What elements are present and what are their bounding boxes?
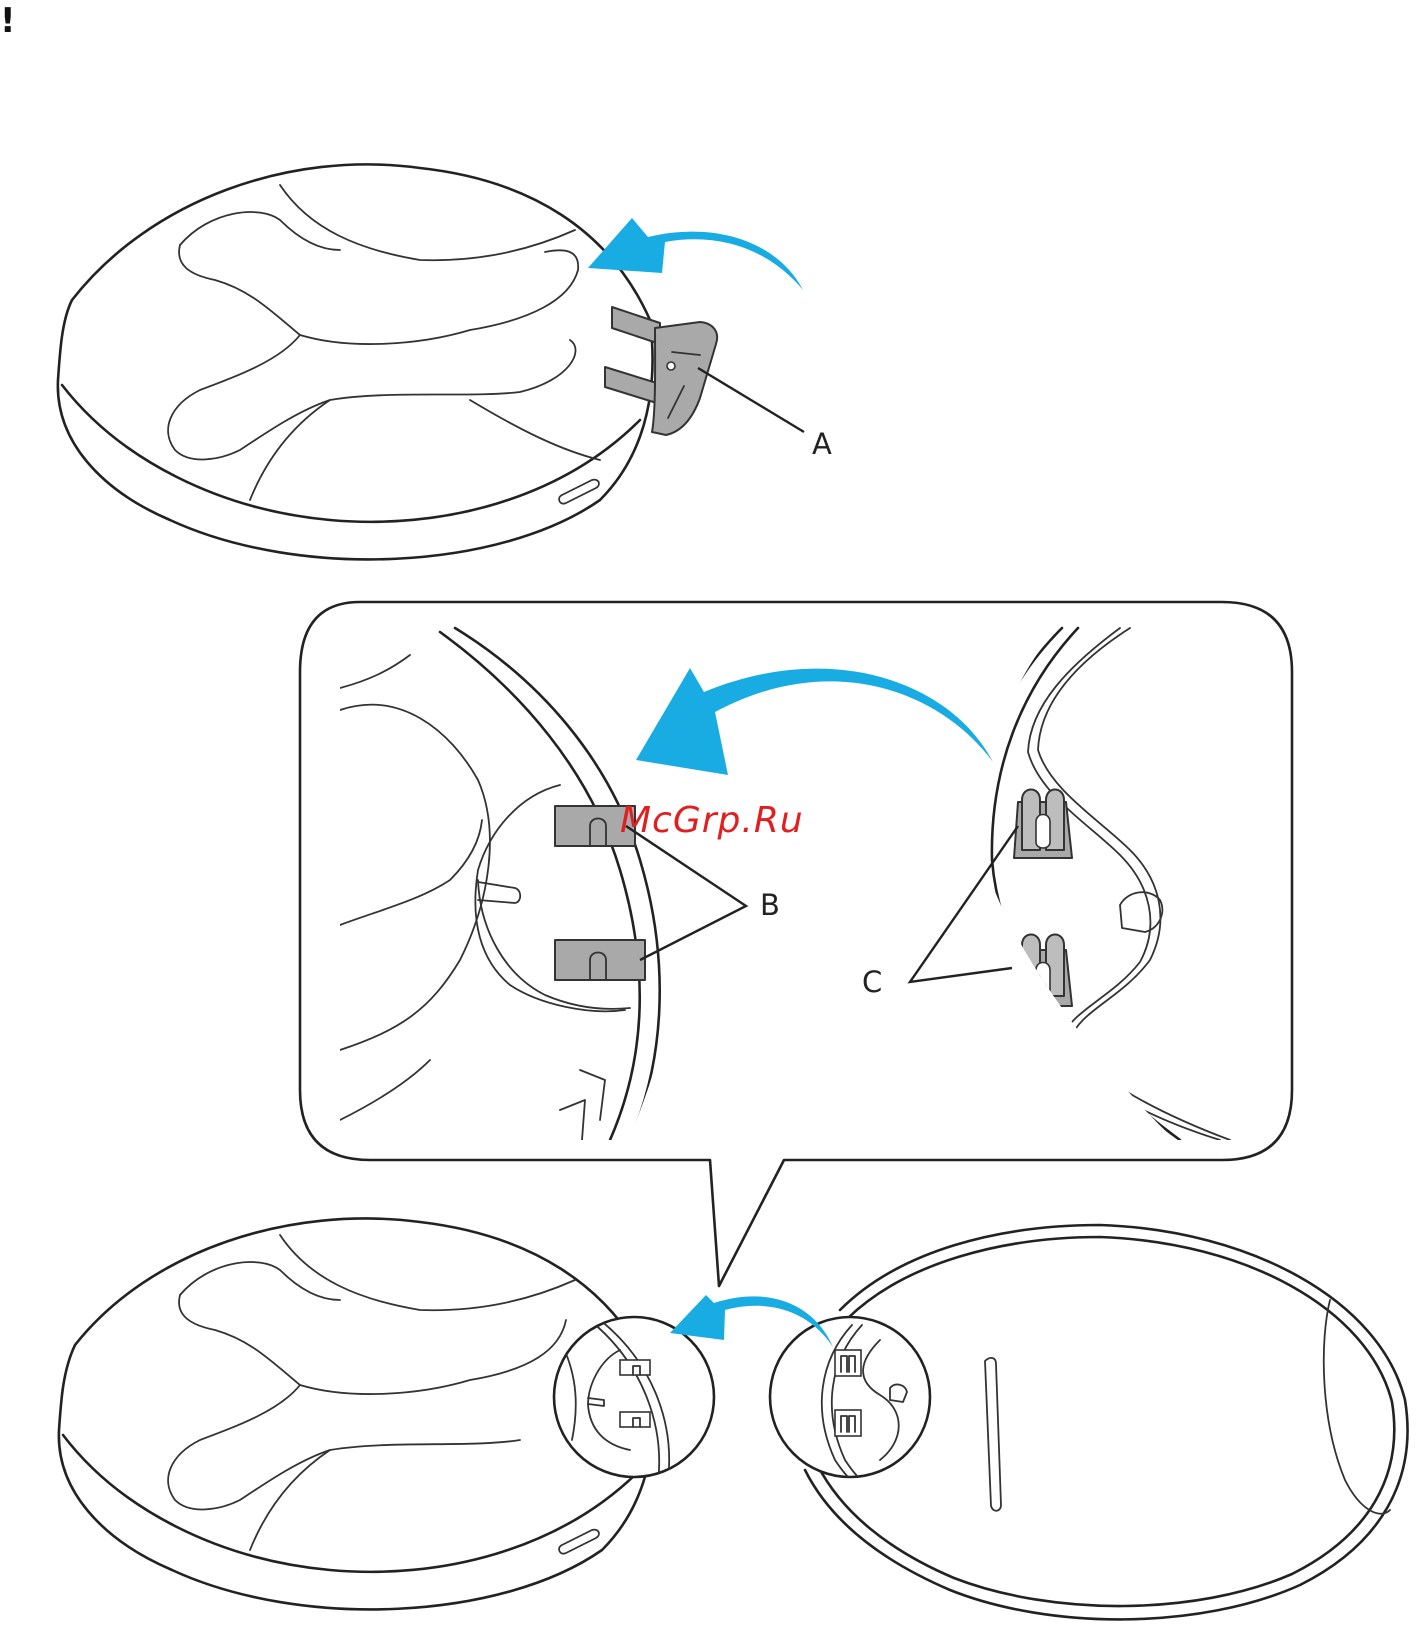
top-cover-rim [62,385,640,522]
leader-line-a [698,368,804,432]
detail-left-cover [340,628,660,1140]
top-cover-illustration: A [58,164,832,559]
bottom-assembly-illustration [59,1218,1408,1619]
slot-b-lower [555,940,645,980]
curved-arrow-icon [636,668,993,775]
watermark: McGrp.Ru [620,800,804,841]
leader-line-c [910,826,1018,982]
exclamation-icon: ! [0,1,16,41]
curved-arrow-icon [588,218,803,290]
label-c: C [862,965,882,999]
side-slot [559,480,599,504]
clip-c-lower [1014,935,1072,1007]
zoom-circle-left [554,1317,714,1482]
top-cover-outline [58,164,653,559]
lid-slot [985,1358,1001,1511]
clip-c-upper [1014,790,1072,859]
zoom-circle-right [770,1317,930,1500]
part-a [605,307,717,435]
label-a: A [812,427,832,461]
detail-right-lid [972,628,1230,1140]
detail-callout: B C McGrp.Ru [300,602,1292,1286]
callout-frame [300,602,1292,1286]
label-b: B [760,888,780,922]
